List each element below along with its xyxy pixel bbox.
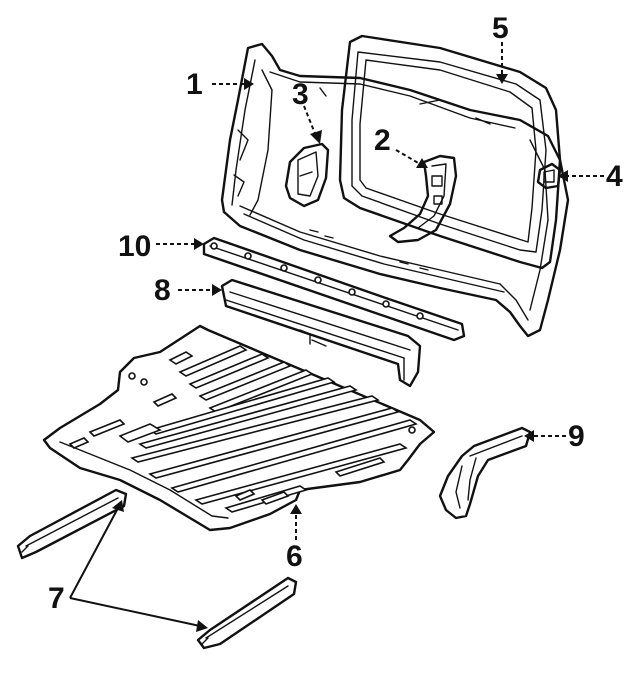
leader-lines [69,42,604,632]
callout-6: 6 [286,540,303,573]
brace-2 [388,154,458,244]
window-frame [338,34,562,270]
side-rail-7b [196,576,298,650]
side-rail-7a [16,488,128,560]
callout-10: 10 [118,230,151,263]
callout-7: 7 [48,582,65,615]
callout-5: 5 [492,12,509,45]
callout-3: 3 [292,78,309,111]
floor-ribs [68,345,418,513]
floor-pan [42,324,436,532]
callout-labels: 1 2 3 4 5 6 7 8 9 10 [48,12,623,615]
callout-1: 1 [186,68,203,101]
rail-8 [220,278,422,388]
back-panel [220,42,570,338]
bracket-4 [536,162,562,190]
crossmember-10 [202,236,466,342]
callout-9: 9 [568,420,585,453]
callout-4: 4 [606,160,623,193]
callout-8: 8 [154,274,171,307]
corner-bracket-9 [438,426,532,520]
reinforcement-3 [284,142,330,208]
callout-2: 2 [374,124,391,157]
